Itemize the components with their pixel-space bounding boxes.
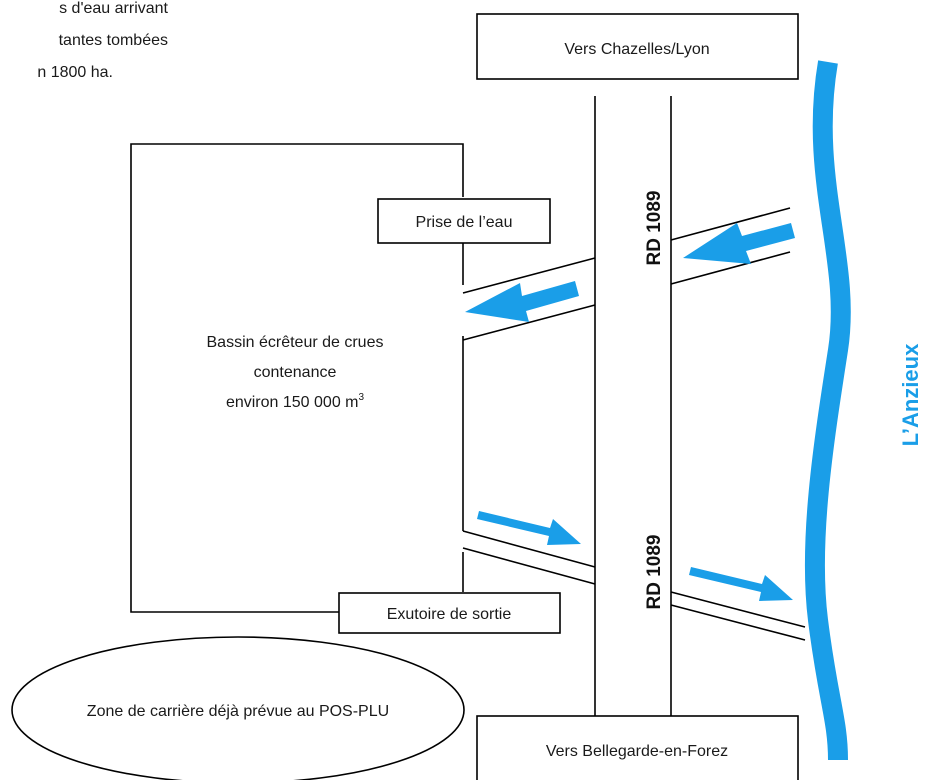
basin-label-line-3: environ 150 000 m3 [226,392,365,411]
road-rd1089 [594,96,672,732]
river-label: L’Anzieux [898,343,923,446]
intro-text-line-2: tantes tombées [59,32,168,49]
outlet-channel [462,530,806,641]
intake-arrow-left [465,281,579,322]
road-label-upper: RD 1089 [644,191,665,266]
intro-text: s d'eau arrivant tantes tombées n 1800 h… [37,0,168,81]
outlet-arrow-left [477,511,581,545]
flow-arrows [465,223,795,601]
intake-box: Prise de l’eau [377,198,551,244]
basin-label-line-2: contenance [254,364,337,381]
south-destination-label: Vers Bellegarde-en-Forez [546,743,728,760]
basin-label-line-1: Bassin écrêteur de crues [207,334,384,351]
intake-arrow-right [683,223,795,264]
quarry-zone: Zone de carrière déjà prévue au POS-PLU [11,636,465,780]
north-destination-box: Vers Chazelles/Lyon [476,13,799,80]
intake-channel [462,207,791,341]
retention-basin [130,143,464,613]
outlet-label: Exutoire de sortie [387,606,512,623]
intake-label: Prise de l’eau [416,214,513,231]
intro-text-line-1: s d'eau arrivant [59,0,168,17]
north-destination-label: Vers Chazelles/Lyon [564,41,709,58]
road-label-lower: RD 1089 [644,535,665,610]
outlet-arrow-right [689,567,793,601]
river-anzieux [804,60,851,761]
south-destination-box: Vers Bellegarde-en-Forez [476,715,799,780]
outlet-box: Exutoire de sortie [338,592,561,634]
basin-label: Bassin écrêteur de crues contenance envi… [207,334,384,411]
intro-text-line-3: n 1800 ha. [37,64,113,81]
quarry-label: Zone de carrière déjà prévue au POS-PLU [87,703,389,720]
